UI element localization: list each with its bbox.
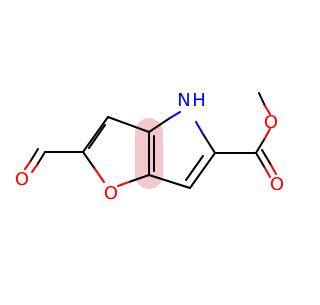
bond-cho-o-black-1 (36, 151, 46, 166)
pyrrole-nitrogen-label: N (177, 90, 190, 111)
bond-c2-o1-red (94, 168, 105, 183)
bond-ester-carbonyl-red-1 (264, 167, 271, 178)
bond-c2-o1-black (82, 151, 96, 170)
aldehyde-oxygen-label: O (15, 169, 29, 190)
pyrrole-hydrogen-label: H (192, 90, 206, 111)
bond-lines (29, 92, 272, 189)
bond-ester-carbonyl-red-2 (270, 164, 277, 175)
bond-c6a-o1-red (117, 181, 130, 187)
bond-ester-carbonyl-black-1 (255, 152, 266, 169)
carbonyl-oxygen-label: O (270, 174, 284, 195)
bond-c6-c5-double (185, 155, 204, 181)
bond-c5-n-blue (195, 121, 204, 135)
ether-oxygen-label: O (264, 112, 278, 133)
bond-ether-methyl-red (264, 105, 271, 115)
ring-oxygen-label: O (104, 183, 118, 204)
bond-c3a-n-black (148, 117, 171, 133)
bond-c6a-o1-black (128, 174, 150, 183)
bond-ester-carbonyl-black-2 (261, 149, 272, 166)
nitrogen-bond-segments (169, 111, 204, 135)
bond-c6-c5 (189, 152, 216, 189)
bond-cho-o-red-1 (31, 164, 38, 173)
molecule-structure: O O O O N H (15, 90, 284, 204)
bond-c3a-c3 (107, 116, 150, 133)
bond-cho-o-red-2 (24, 161, 31, 170)
molecule-canvas: O O O O N H (15, 90, 284, 204)
bond-cho-o-black-2 (29, 148, 39, 163)
bond-c6a-c6 (148, 174, 191, 189)
oxygen-bond-segments (24, 105, 277, 187)
bond-c3a-n-blue (169, 111, 181, 119)
bond-c3-c2 (82, 116, 109, 153)
bond-ester-ether-red (264, 128, 271, 139)
bond-c5-n-black (202, 133, 216, 154)
bond-c3-c2-double (88, 124, 106, 149)
bond-ester-ether-black (255, 137, 266, 154)
bond-ether-methyl-black (258, 92, 266, 107)
